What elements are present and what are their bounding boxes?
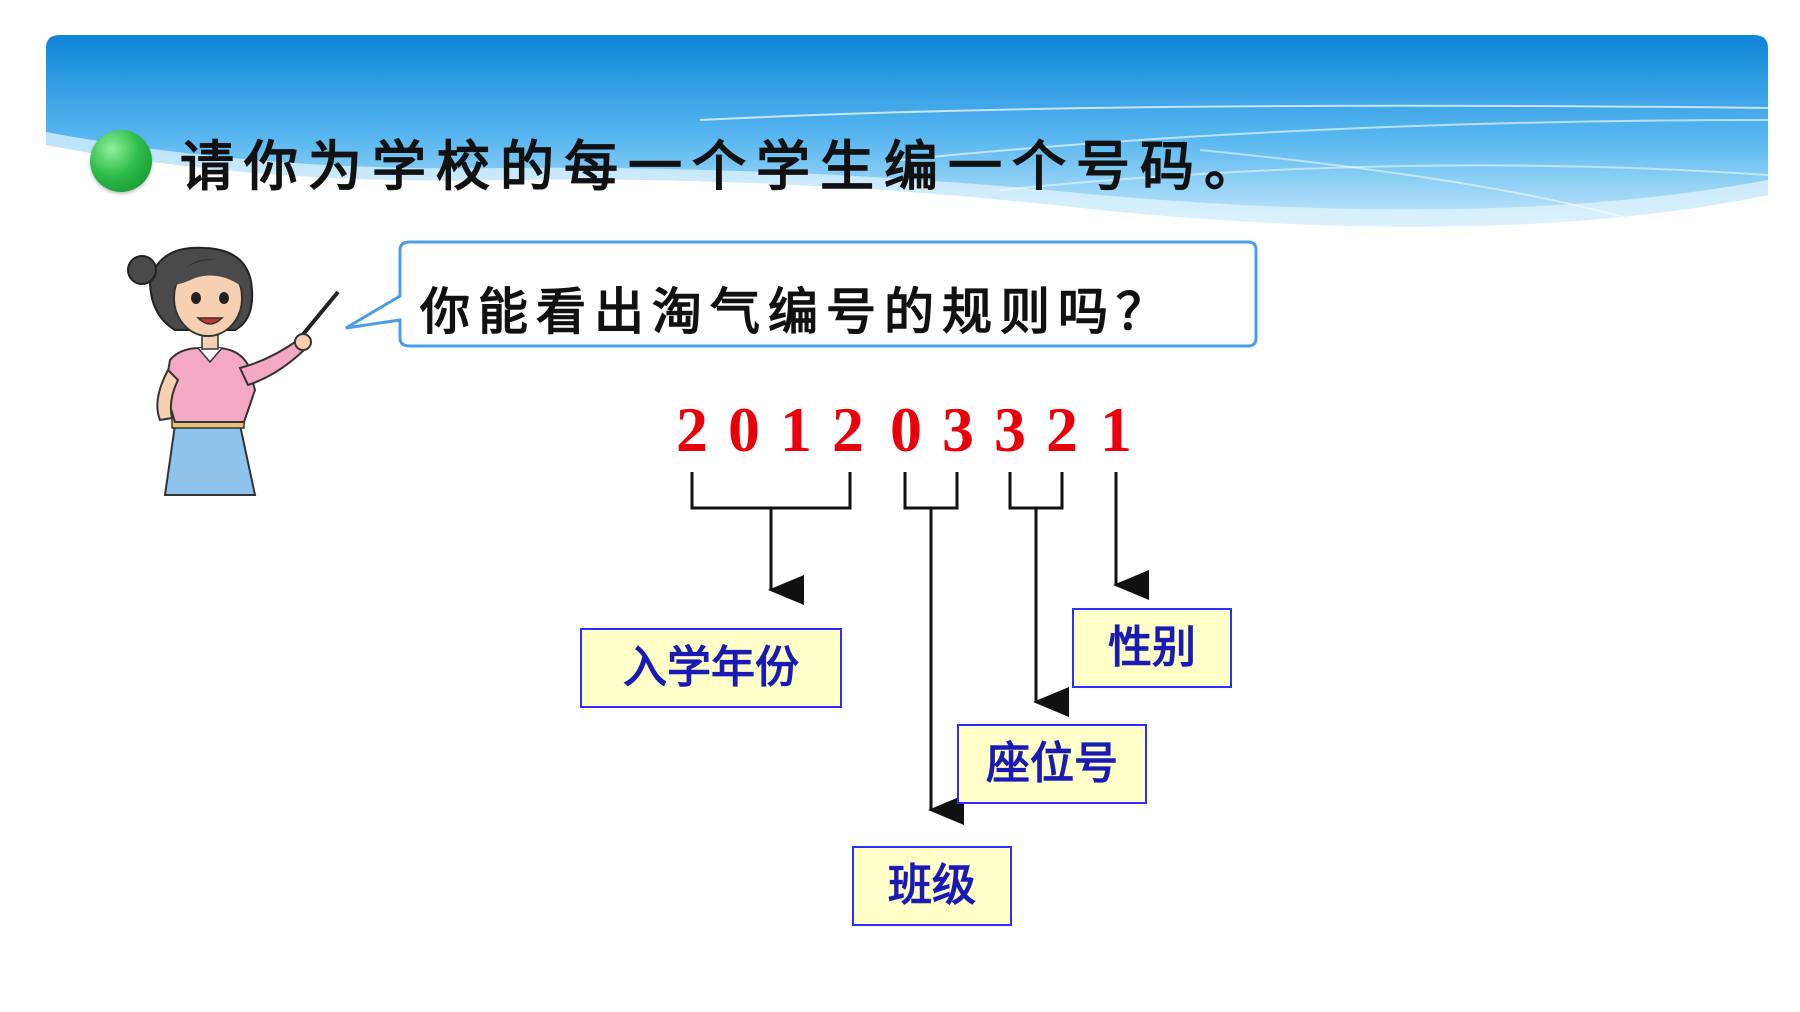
label-seat-number: 座位号 — [957, 724, 1147, 804]
digit: 0 — [728, 394, 760, 465]
digit: 2 — [1046, 394, 1078, 465]
digit: 2 — [832, 394, 864, 465]
teacher-illustration — [127, 246, 340, 496]
digit: 1 — [780, 394, 812, 465]
digit: 3 — [994, 394, 1026, 465]
bracket-year — [690, 472, 852, 510]
digit: 3 — [942, 394, 974, 465]
label-class: 班级 — [852, 846, 1012, 926]
header-banner — [46, 35, 1769, 227]
label-enrollment-year: 入学年份 — [580, 628, 842, 708]
digit: 1 — [1100, 394, 1132, 465]
bracket-seat — [1008, 472, 1064, 510]
page-title: 请你为学校的每一个学生编一个号码。 — [180, 134, 1268, 198]
bracket-class — [903, 472, 959, 510]
student-number: 2 0 1 2 0 3 3 2 1 — [0, 390, 1800, 470]
digit: 0 — [890, 394, 922, 465]
label-gender: 性别 — [1072, 608, 1232, 688]
green-circle-icon — [90, 130, 152, 192]
digit: 2 — [676, 394, 708, 465]
speech-bubble — [345, 240, 1258, 348]
speech-text: 你能看出淘气编号的规则吗？ — [420, 282, 1174, 341]
